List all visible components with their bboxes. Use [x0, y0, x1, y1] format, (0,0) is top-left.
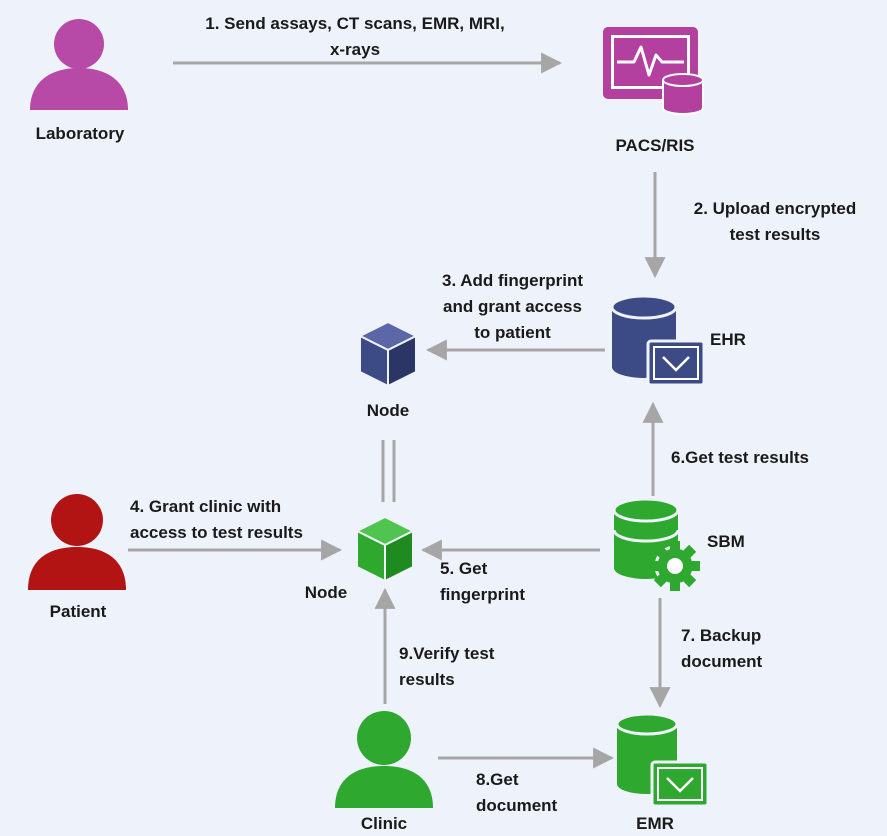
step-4-label: 4. Grant clinic with access to test resu…	[130, 497, 303, 542]
sbm-label: SBM	[707, 532, 745, 551]
step-7-label: 7. Backup document	[681, 626, 763, 671]
pacs-label: PACS/RIS	[615, 136, 695, 155]
step-1-label: 1. Send assays, CT scans, EMR, MRI, x-ra…	[205, 14, 505, 59]
step-9-label: 9.Verify test results	[399, 644, 495, 689]
step-8-label: 8.Get document	[476, 770, 558, 815]
pacs-monitor-database-icon	[603, 27, 704, 115]
emr-label: EMR	[636, 814, 674, 833]
node-top-cube-icon	[359, 321, 417, 387]
node-bottom-label: Node	[304, 583, 348, 602]
step-6-label: 6.Get test results	[671, 448, 809, 467]
laboratory-label: Laboratory	[35, 124, 125, 143]
clinic-label: Clinic	[360, 814, 408, 833]
emr-database-share-icon	[615, 712, 710, 808]
node-bottom-cube-icon	[356, 516, 414, 582]
step-2-label: 2. Upload encrypted test results	[693, 199, 857, 244]
sbm-database-gear-icon	[612, 497, 700, 591]
patient-label: Patient	[49, 602, 107, 621]
laboratory-person-icon	[30, 19, 128, 110]
patient-person-icon	[28, 494, 126, 590]
ehr-database-share-icon	[610, 294, 706, 387]
clinic-person-icon	[335, 711, 433, 808]
ehr-label: EHR	[710, 330, 746, 349]
step-3-label: 3. Add fingerprint and grant access to p…	[441, 271, 584, 342]
step-5-label: 5. Get fingerprint	[440, 559, 525, 604]
node-top-label: Node	[366, 401, 410, 420]
